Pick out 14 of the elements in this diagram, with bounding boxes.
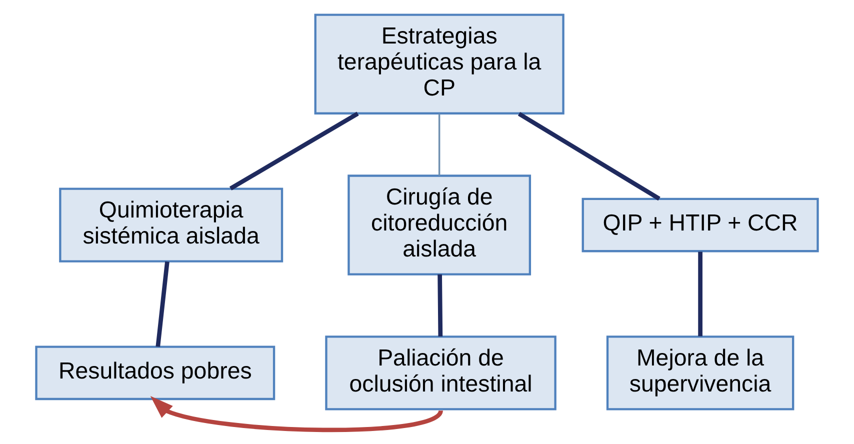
node-box: Estrategias terapéuticas para la CP [314, 13, 564, 114]
connector [518, 111, 660, 200]
node-box: Paliación de oclusión intestinal [325, 335, 556, 410]
node-box: Quimioterapia sistémica aislada [59, 187, 284, 262]
node-box: Resultados pobres [35, 345, 276, 400]
connector [229, 111, 359, 190]
arrow [150, 395, 443, 432]
node-box: Mejora de la supervivencia [606, 335, 794, 410]
connector [438, 113, 440, 176]
node-box: Cirugía de citoreducción aislada [348, 174, 532, 275]
connector [438, 274, 443, 336]
connector [156, 260, 170, 346]
node-box: QIP + HTIP + CCR [582, 197, 819, 252]
connector [698, 251, 702, 336]
